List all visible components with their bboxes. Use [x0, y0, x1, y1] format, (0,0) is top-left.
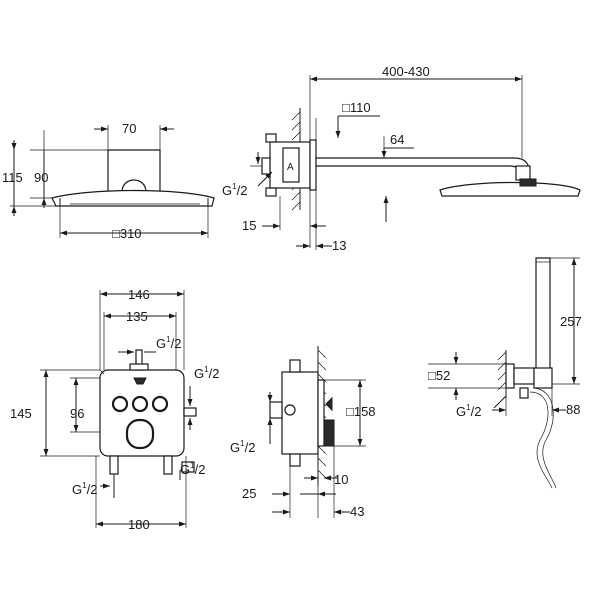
dim-hand-shower-flange: □52 — [428, 368, 450, 383]
valve-thread-bottom-left: G1/2 — [72, 481, 97, 497]
dim-head-height-body: 90 — [34, 170, 48, 185]
valve-front-view: 146 135 G1/2 G1/2 145 96 G1/2 G1/2 — [10, 287, 219, 532]
dim-valve-height-outer: 145 — [10, 406, 32, 421]
valve-mark-label: A — [287, 162, 294, 173]
dim-valve-depth-b: 10 — [334, 472, 348, 487]
shower-arm-side-view: A 400-430 □110 64 — [222, 64, 581, 253]
dim-hand-shower-projection: 88 — [566, 402, 580, 417]
dim-arm-reach: 400-430 — [382, 64, 430, 79]
dim-valve-size: □158 — [346, 404, 376, 419]
head-shower-front-view: 70 115 90 □310 — [2, 121, 215, 241]
dim-hand-shower-length: 257 — [560, 314, 582, 329]
dim-arm-depth-a: 15 — [242, 218, 256, 233]
dim-valve-width-bottom: 180 — [128, 517, 150, 532]
dim-arm-depth-b: 13 — [332, 238, 346, 253]
dim-valve-depth-c: 43 — [350, 504, 364, 519]
dim-valve-width-outer: 146 — [128, 287, 150, 302]
hand-shower-thread: G1/2 — [456, 403, 481, 419]
dim-arm-flange: □110 — [342, 100, 371, 115]
dim-head-height-total: 115 — [2, 170, 23, 185]
dim-valve-height-inner: 96 — [70, 406, 84, 421]
dim-arm-offset: 64 — [390, 132, 404, 147]
dim-head-diameter: □310 — [112, 226, 142, 241]
dim-valve-width-inner: 135 — [126, 309, 148, 324]
valve-side-view: □158 G1/2 25 10 43 — [230, 346, 376, 519]
dim-valve-depth-a: 25 — [242, 486, 256, 501]
valve-thread-bottom-right: G1/2 — [180, 461, 205, 477]
arm-thread-label: G1/2 — [222, 182, 247, 198]
valve-side-thread: G1/2 — [230, 439, 255, 455]
valve-thread-top: G1/2 — [156, 335, 181, 351]
hand-shower-view: 257 □52 G1/2 88 — [428, 257, 582, 489]
valve-thread-right: G1/2 — [194, 365, 219, 381]
dim-head-width-top: 70 — [122, 121, 136, 136]
